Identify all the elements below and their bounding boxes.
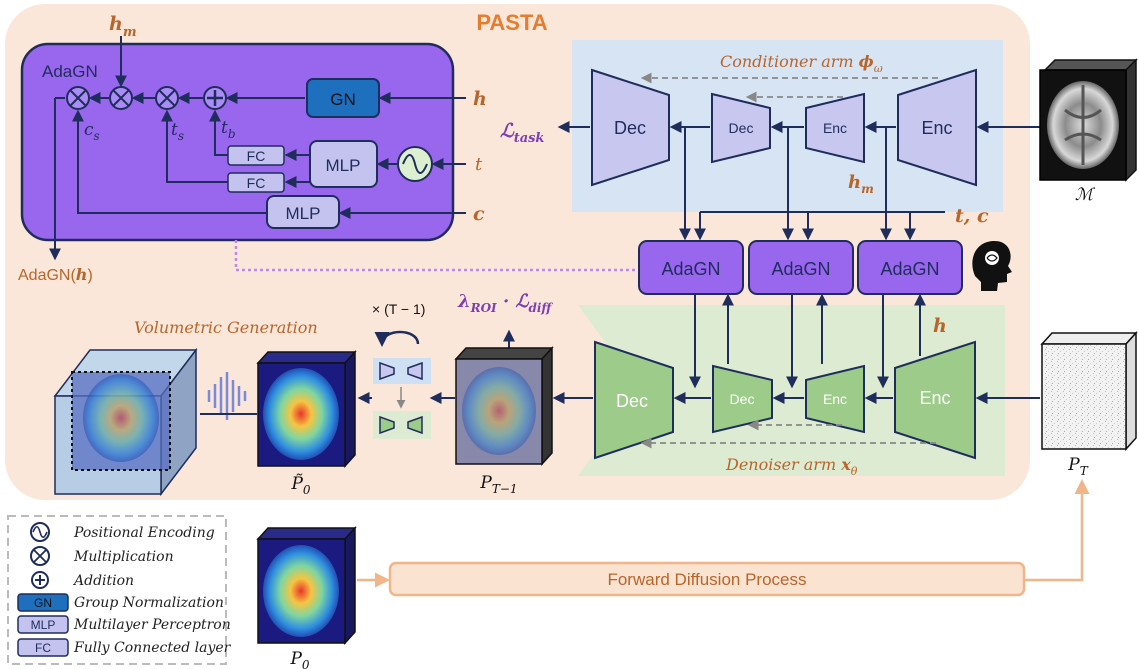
p0-cube: P0 xyxy=(256,526,357,669)
tb-label: tb xyxy=(221,118,236,141)
svg-text:FC: FC xyxy=(35,641,51,655)
denoiser-title: Denoiser arm xθ xyxy=(725,455,858,478)
svg-text:Dec: Dec xyxy=(616,391,648,411)
svg-text:Dec: Dec xyxy=(730,391,755,407)
cond-enc-large xyxy=(897,68,977,187)
multiply-node-1 xyxy=(66,86,90,110)
sound-wave-icon xyxy=(207,372,247,420)
loss-diff: λROI · ℒdiff xyxy=(457,291,553,315)
pt-label: PT xyxy=(1067,455,1088,478)
cond-dec-large xyxy=(591,68,670,187)
iteration-icon: × (T − 1) xyxy=(372,301,431,439)
gn-label: GN xyxy=(330,90,356,109)
denoiser-h-label: h xyxy=(933,315,947,337)
svg-text:Enc: Enc xyxy=(921,118,952,138)
legend-positional-encoding-icon xyxy=(30,522,50,542)
cond-hm-label: hm xyxy=(848,172,874,196)
svg-text:Dec: Dec xyxy=(729,120,754,136)
pasta-title: PASTA xyxy=(476,10,547,35)
adagn-panel: AdaGN hm GN MLP FC FC xyxy=(18,13,487,284)
svg-text:GN: GN xyxy=(34,596,52,610)
brain-head-icon xyxy=(972,240,1012,291)
hm-input-label: hm xyxy=(109,13,137,40)
mri-label: ℳ xyxy=(1075,185,1096,205)
svg-text:Enc: Enc xyxy=(919,388,950,408)
multiply-node-3 xyxy=(155,86,179,110)
svg-text:Group Normalization: Group Normalization xyxy=(74,595,224,611)
svg-text:Addition: Addition xyxy=(72,573,134,589)
volumetric-label: Volumetric Generation xyxy=(134,318,318,337)
adagn-blocks: AdaGN AdaGN AdaGN xyxy=(638,240,963,295)
legend-addition-icon xyxy=(31,571,49,589)
volumetric-cube xyxy=(53,347,198,497)
legend-multiplication-icon xyxy=(30,546,50,566)
fc-upper-label: FC xyxy=(247,148,266,164)
conditioner-title: Conditioner arm ϕω xyxy=(720,52,883,75)
p0-label: P0 xyxy=(289,649,309,669)
positional-encoding-icon xyxy=(397,146,433,182)
cs-label: cs xyxy=(84,120,100,143)
tc-label: t, c xyxy=(955,205,989,227)
svg-text:AdaGN: AdaGN xyxy=(880,259,939,279)
p0-tilde-label: P̃0 xyxy=(290,474,310,497)
forward-diffusion: Forward Diffusion Process xyxy=(357,479,1090,597)
svg-text:AdaGN: AdaGN xyxy=(771,259,830,279)
ts-label: ts xyxy=(171,120,184,143)
c-input-label: c xyxy=(473,203,485,225)
tc-bus xyxy=(679,127,945,241)
svg-text:Enc: Enc xyxy=(823,391,847,407)
adagn-output-label: AdaGN(h) xyxy=(18,265,93,284)
p0-tilde-cube: P̃0 xyxy=(256,350,357,497)
adagn-panel-label: AdaGN xyxy=(42,62,98,81)
cond-enc-small xyxy=(805,92,865,164)
svg-text:Dec: Dec xyxy=(614,118,646,138)
svg-text:Fully Connected layer: Fully Connected layer xyxy=(73,640,232,656)
mlp-lower-label: MLP xyxy=(286,204,321,223)
dotted-link xyxy=(234,240,638,272)
h-input-label: h xyxy=(473,88,487,110)
svg-text:MLP: MLP xyxy=(31,618,56,632)
svg-text:Positional Encoding: Positional Encoding xyxy=(73,525,215,541)
forward-diffusion-label: Forward Diffusion Process xyxy=(607,570,806,589)
svg-text:Multilayer Perceptron: Multilayer Perceptron xyxy=(73,617,231,633)
loss-task: ℒtask xyxy=(500,120,544,146)
mlp-upper-label: MLP xyxy=(326,156,361,175)
cond-dec-small xyxy=(711,92,771,164)
adagn-block-2 xyxy=(748,240,854,295)
svg-text:Enc: Enc xyxy=(823,120,847,136)
legend: Positional Encoding Multiplication Addit… xyxy=(7,515,232,665)
multiply-node-2 xyxy=(109,86,133,110)
svg-text:Multiplication: Multiplication xyxy=(73,549,174,565)
svg-text:AdaGN: AdaGN xyxy=(661,259,720,279)
iteration-label: × (T − 1) xyxy=(372,301,425,317)
denoiser-arm: Dec Dec Enc Enc Denoiser arm xθ h xyxy=(552,293,1040,478)
pt1-label: PT−1 xyxy=(479,473,517,496)
t-input-label: t xyxy=(475,154,483,175)
mri-input-cube: ℳ xyxy=(1039,58,1138,205)
pt-noise-cube: PT xyxy=(1040,331,1138,478)
adagn-block-3 xyxy=(857,240,963,295)
adagn-block-1 xyxy=(638,240,744,295)
conditioner-arm: Conditioner arm ϕω Dec Dec Enc Enc ℒtask… xyxy=(500,40,1040,227)
fc-lower-label: FC xyxy=(247,175,266,191)
pt1-cube: PT−1 xyxy=(454,346,554,496)
addition-node xyxy=(203,86,227,110)
